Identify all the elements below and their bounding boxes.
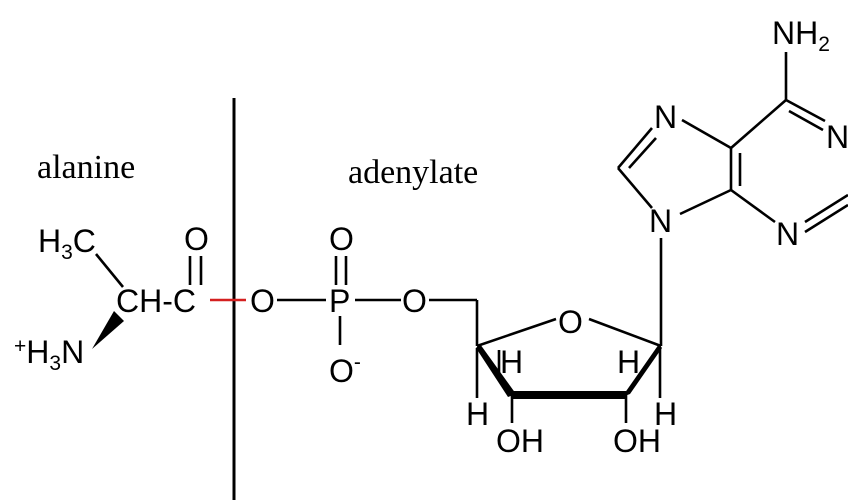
n9-atom: N <box>649 203 672 239</box>
bond-c6-n1-double <box>788 109 824 132</box>
bond-ring-o-to-c1 <box>588 317 662 348</box>
wedge-bond-nitrogen <box>92 311 124 349</box>
ring-oxygen: O <box>558 304 583 340</box>
n7-atom: N <box>654 99 677 135</box>
phosphate-bottom-oxygen: O- <box>329 351 361 389</box>
bond-n3-c2 <box>804 193 848 224</box>
phosphorus-atom: P <box>329 283 350 319</box>
ch-c-group: CH-C <box>116 283 196 319</box>
bond-n9-c4 <box>679 188 732 216</box>
alanine-caption: alanine <box>37 149 135 186</box>
c1-hydrogen-down: H <box>654 396 677 432</box>
bridge-oxygen: O <box>402 283 427 319</box>
bond-n9-c8 <box>617 167 653 209</box>
hydroxyl-right: OH <box>613 423 661 459</box>
bond-c8-n7 <box>617 127 653 169</box>
ammonium-group: +H3N <box>14 334 84 375</box>
hydroxyl-left: OH <box>496 423 544 459</box>
bond-n3-c2-double <box>804 203 848 234</box>
ester-oxygen: O <box>250 283 275 319</box>
adenylate-caption: adenylate <box>348 154 478 191</box>
c4-hydrogen-down: H <box>466 396 489 432</box>
amino-group: NH2 <box>772 15 830 56</box>
c1-hydrogen-up: H <box>617 344 640 380</box>
c4-hydrogen-up: H <box>500 344 523 380</box>
bold-bond-c2-c1 <box>622 344 662 397</box>
phosphate-top-oxygen: O <box>329 221 354 257</box>
bond-n7-c5 <box>681 118 732 150</box>
bond-c6-n1 <box>785 98 826 123</box>
carbonyl-oxygen: O <box>184 221 209 257</box>
bold-bond-c4-c3 <box>476 344 516 397</box>
n3-atom: N <box>776 216 799 252</box>
n1-atom: N <box>826 119 848 155</box>
bond-c5-c6 <box>730 99 787 149</box>
bond-c8-n7-double <box>628 137 657 169</box>
bond-c4-n3 <box>730 188 776 224</box>
bond-methyl-to-alpha-carbon <box>94 253 125 288</box>
h3c-group: H3C <box>38 223 96 264</box>
bond-c4-to-ring-o <box>476 317 557 348</box>
